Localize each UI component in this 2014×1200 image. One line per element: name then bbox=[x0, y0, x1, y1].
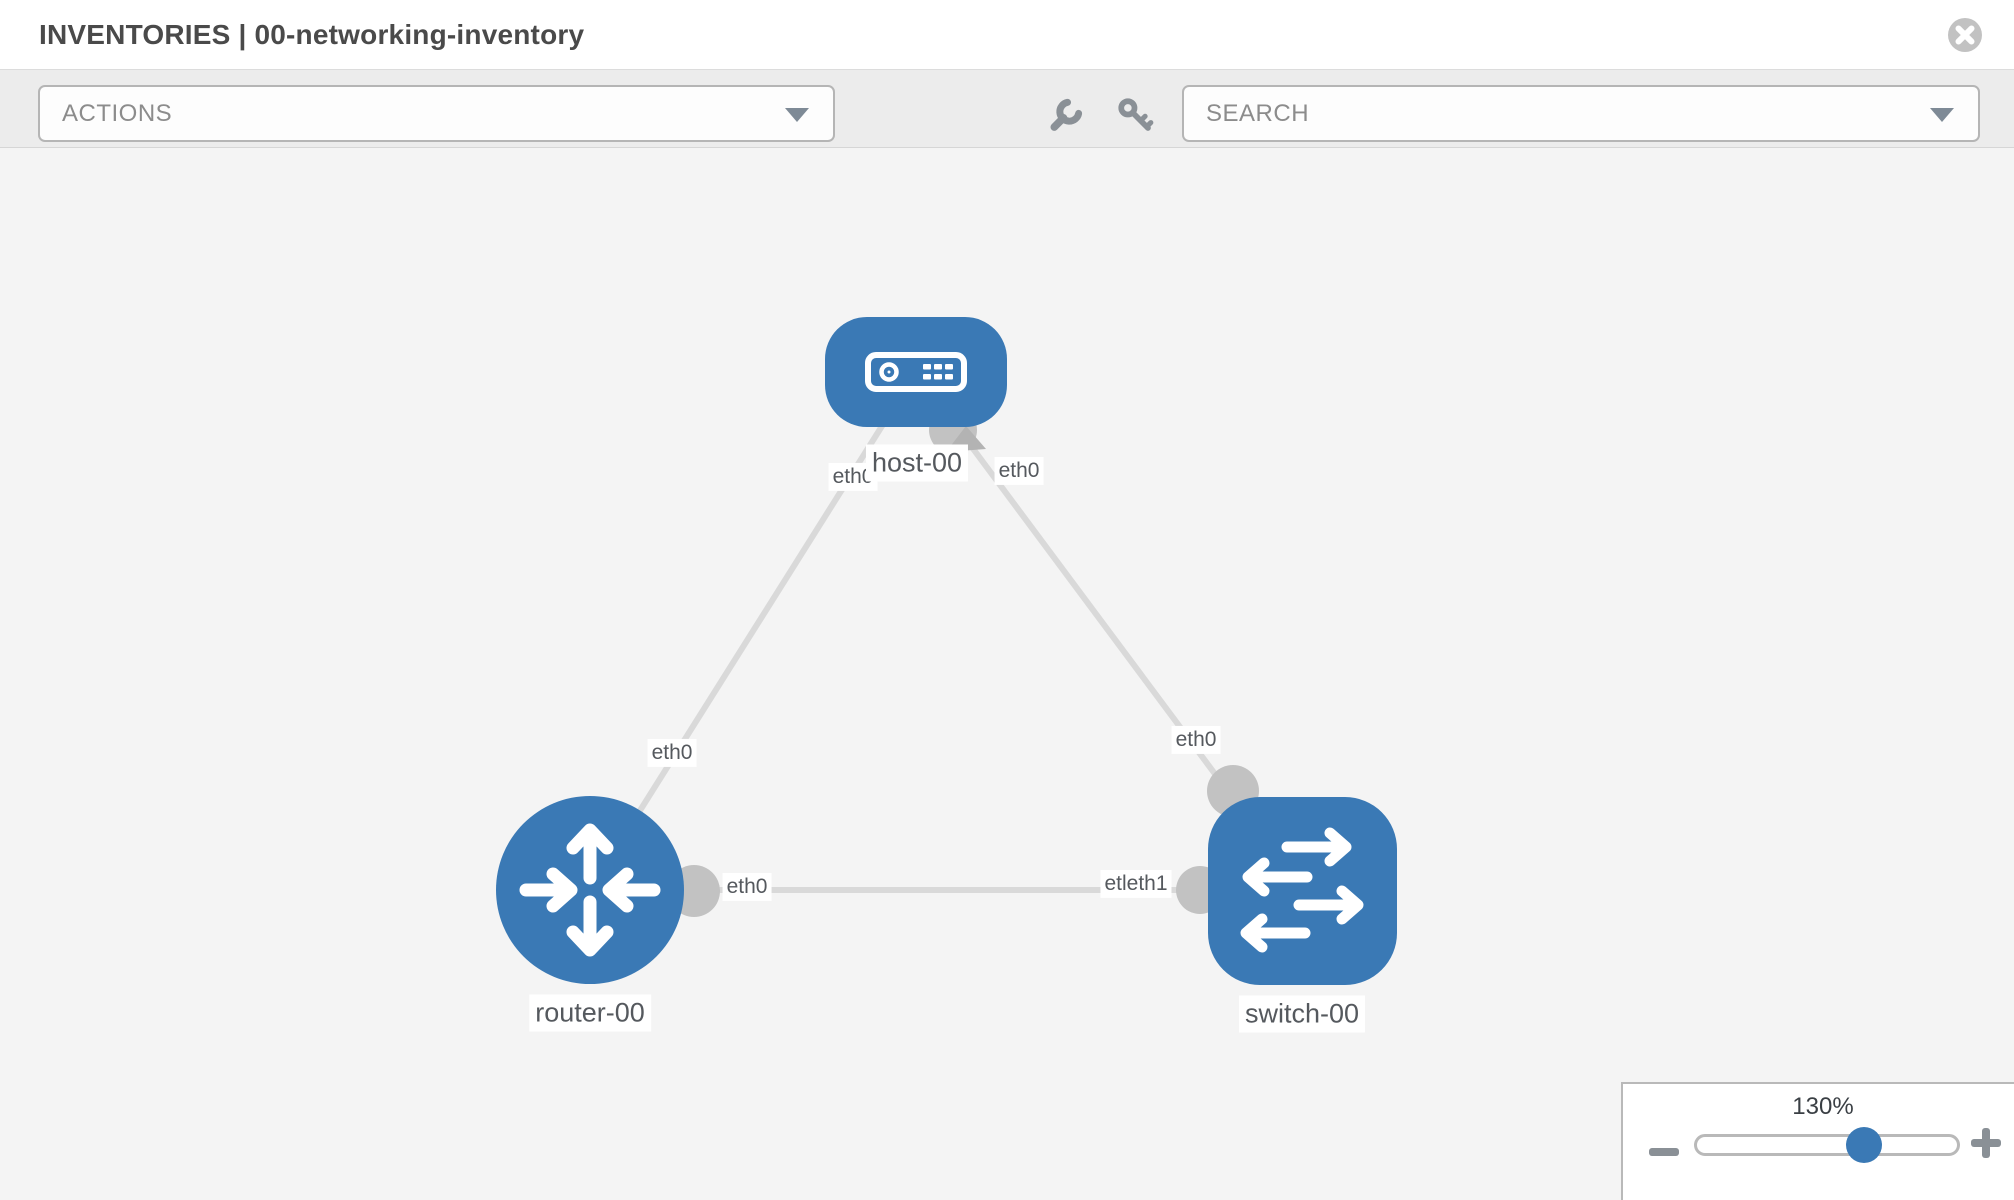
page-title: INVENTORIES | 00-networking-inventory bbox=[39, 18, 585, 50]
zoom-out-button[interactable] bbox=[1649, 1137, 1679, 1167]
search-dropdown[interactable]: SEARCH bbox=[1182, 85, 1980, 142]
interface-label: eth0 bbox=[647, 738, 697, 768]
wrench-icon bbox=[1050, 98, 1083, 131]
chevron-down-icon bbox=[785, 107, 809, 122]
node-label-router: router-00 bbox=[529, 994, 651, 1032]
zoom-slider-knob[interactable] bbox=[1846, 1127, 1882, 1163]
zoom-in-button[interactable] bbox=[1971, 1128, 2001, 1158]
zoom-panel: 130% bbox=[1621, 1082, 2014, 1200]
configure-tools-button[interactable] bbox=[1046, 96, 1086, 136]
circle-x-icon bbox=[1948, 18, 1982, 52]
link-host-router[interactable] bbox=[587, 370, 919, 892]
node-switch[interactable] bbox=[1208, 797, 1397, 985]
toolbar: ACTIONS SEARCH bbox=[0, 70, 2014, 148]
interface-label: eth0 bbox=[994, 456, 1044, 486]
node-router[interactable] bbox=[496, 796, 684, 984]
search-dropdown-label: SEARCH bbox=[1206, 99, 1310, 127]
zoom-slider-track[interactable] bbox=[1694, 1134, 1960, 1156]
router-arrows-icon bbox=[519, 823, 661, 957]
node-label-host: host-00 bbox=[865, 444, 969, 482]
actions-dropdown-label: ACTIONS bbox=[62, 99, 173, 127]
node-label-switch: switch-00 bbox=[1238, 995, 1366, 1033]
key-icon bbox=[1118, 98, 1154, 131]
actions-dropdown[interactable]: ACTIONS bbox=[38, 85, 835, 142]
server-icon bbox=[865, 352, 967, 392]
chevron-down-icon bbox=[1930, 107, 1954, 122]
node-host[interactable] bbox=[825, 317, 1007, 427]
credentials-button[interactable] bbox=[1115, 96, 1155, 136]
interface-label: eth0 bbox=[1171, 725, 1221, 755]
interface-label: eth0 bbox=[722, 872, 772, 902]
minus-icon bbox=[1649, 1148, 1679, 1156]
interface-label: etleth1 bbox=[1100, 869, 1172, 899]
switch-arrows-icon bbox=[1240, 827, 1364, 953]
view-header: INVENTORIES | 00-networking-inventory bbox=[0, 0, 2014, 70]
zoom-level: 130% bbox=[1792, 1093, 1854, 1120]
close-button[interactable] bbox=[1947, 17, 1983, 53]
